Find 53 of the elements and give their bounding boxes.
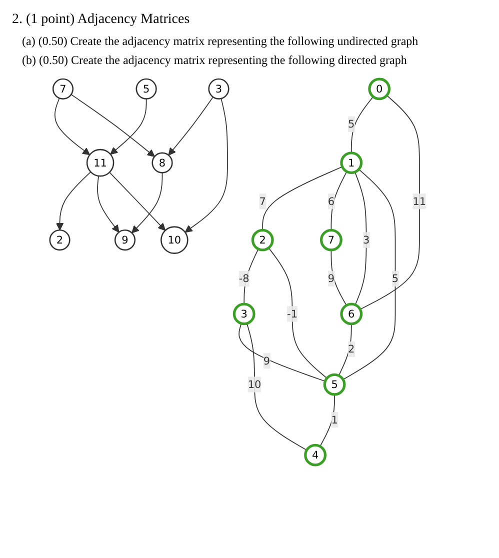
edge-label: 1 bbox=[330, 414, 338, 426]
connector bbox=[354, 172, 366, 306]
edge-label: -1 bbox=[286, 308, 298, 320]
arrow bbox=[110, 98, 146, 155]
connector bbox=[338, 323, 352, 376]
node-circle: 7 bbox=[319, 228, 342, 252]
arrow bbox=[108, 172, 166, 231]
edge-label: 9 bbox=[262, 354, 270, 367]
edge-label: 10 bbox=[247, 378, 261, 391]
edge-label: 5 bbox=[391, 272, 398, 285]
question-text: (b) (0.50) Create the adjacency matrix representing the following directed graph bbox=[22, 53, 408, 68]
edge-label: 2 bbox=[348, 343, 354, 356]
connector bbox=[268, 247, 327, 379]
edge-label: -8 bbox=[238, 272, 249, 285]
arrow bbox=[96, 176, 119, 233]
connector bbox=[238, 323, 326, 382]
question-text: (a) (0.50) Create the adjacency matrix representing the following undirected graph bbox=[22, 34, 420, 49]
arrow bbox=[131, 172, 162, 234]
edge-label: 11 bbox=[412, 195, 426, 208]
question-heading: 2. (1 point) Adjacency Matrices bbox=[12, 12, 191, 28]
node-circle: 10 bbox=[160, 226, 188, 254]
edge-label: 3 bbox=[362, 234, 370, 246]
edge-label: 7 bbox=[258, 195, 266, 208]
node-circle: 6 bbox=[340, 302, 362, 326]
connector bbox=[246, 323, 307, 451]
arrow bbox=[184, 98, 228, 233]
arrow bbox=[70, 94, 154, 157]
connector bbox=[359, 95, 420, 310]
node-circle: 3 bbox=[232, 302, 255, 326]
node-circle: 3 bbox=[208, 78, 229, 100]
edge-label: 9 bbox=[327, 272, 334, 285]
node-circle: 2 bbox=[250, 228, 274, 252]
connector bbox=[243, 248, 258, 304]
node-circle: 11 bbox=[86, 148, 114, 177]
node-circle: 2 bbox=[48, 230, 70, 251]
connector bbox=[342, 168, 396, 380]
edge-label: 5 bbox=[348, 118, 354, 130]
connector bbox=[350, 96, 374, 154]
node-circle: 9 bbox=[114, 230, 136, 251]
node-circle: 4 bbox=[304, 444, 326, 466]
arrow bbox=[54, 98, 90, 156]
arrow bbox=[55, 172, 91, 230]
node-circle: 5 bbox=[135, 78, 156, 100]
node-circle: 7 bbox=[52, 78, 74, 100]
node-circle: 8 bbox=[151, 152, 172, 174]
node-circle: 5 bbox=[322, 373, 346, 396]
edge-label: 6 bbox=[327, 195, 334, 208]
arrow bbox=[168, 96, 213, 156]
connector bbox=[262, 166, 342, 231]
connector bbox=[330, 171, 347, 231]
connector bbox=[319, 394, 334, 447]
node-circle: 0 bbox=[368, 78, 390, 100]
node-circle: 1 bbox=[340, 152, 362, 174]
